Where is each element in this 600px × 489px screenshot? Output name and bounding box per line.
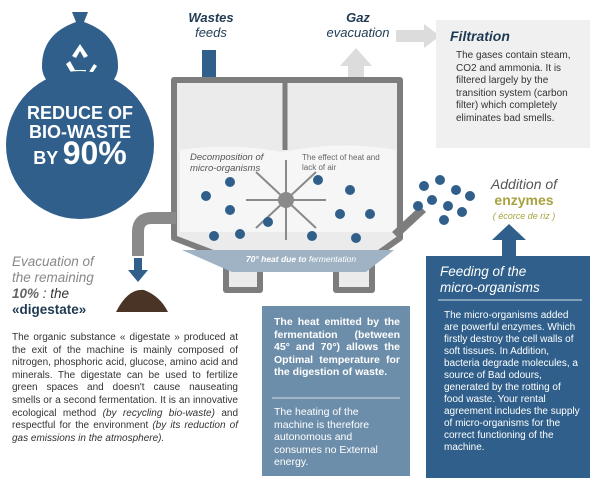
pipe-icon	[132, 212, 176, 256]
up-arrow-feeding-icon	[492, 224, 526, 258]
filtration-body: The gases contain steam, CO2 and ammonia…	[456, 50, 571, 124]
heat-box	[262, 306, 410, 476]
badge-line2: BIO-WASTE	[29, 122, 131, 142]
recycle-bag-icon	[42, 12, 118, 92]
decomposition-label: Decomposition of micro-organisms	[190, 152, 264, 174]
heat-box-text-1: The heat emitted by the fermentation (be…	[274, 316, 400, 378]
stirrer-icon	[246, 160, 326, 240]
wastes-label: Wastes feeds	[188, 10, 234, 40]
filtration-box	[436, 20, 590, 148]
enzyme-dots	[413, 175, 475, 225]
feeding-title: Feeding of the micro-organisms	[440, 264, 540, 295]
badge-line1: REDUCE OF	[26, 103, 133, 123]
compost-pile-icon	[116, 289, 168, 312]
heat-box-text-2: The heating of the machine is therefore …	[274, 406, 378, 468]
enzymes-label: Addition of enzymes ( écorce de riz )	[490, 176, 558, 221]
badge-line3: BY 90%	[14, 137, 146, 169]
gaz-label: Gaz evacuation	[326, 10, 390, 40]
digestate-arrow-icon	[128, 258, 148, 282]
filtration-title: Filtration	[450, 28, 510, 44]
micro-organism-dots	[201, 175, 375, 243]
right-arrow-icon	[396, 24, 440, 48]
evacuation-label: Evacuation of the remaining 10% : the «d…	[12, 254, 94, 317]
enzyme-chute	[392, 206, 426, 238]
badge-text: REDUCE OF BIO-WASTE BY 90%	[14, 103, 146, 170]
effect-label: The effect of heat and lack of air	[302, 153, 380, 172]
feeding-body: The micro-organisms added are powerful e…	[444, 310, 580, 453]
badge-by: BY	[33, 148, 59, 168]
badge-percent: 90%	[62, 135, 127, 171]
feeding-box	[426, 256, 590, 478]
badge-circle	[6, 71, 154, 219]
digestate-paragraph: The organic substance « digestate » prod…	[12, 332, 239, 444]
heat-zone-label: 70° heat due to fermentation	[245, 254, 357, 264]
